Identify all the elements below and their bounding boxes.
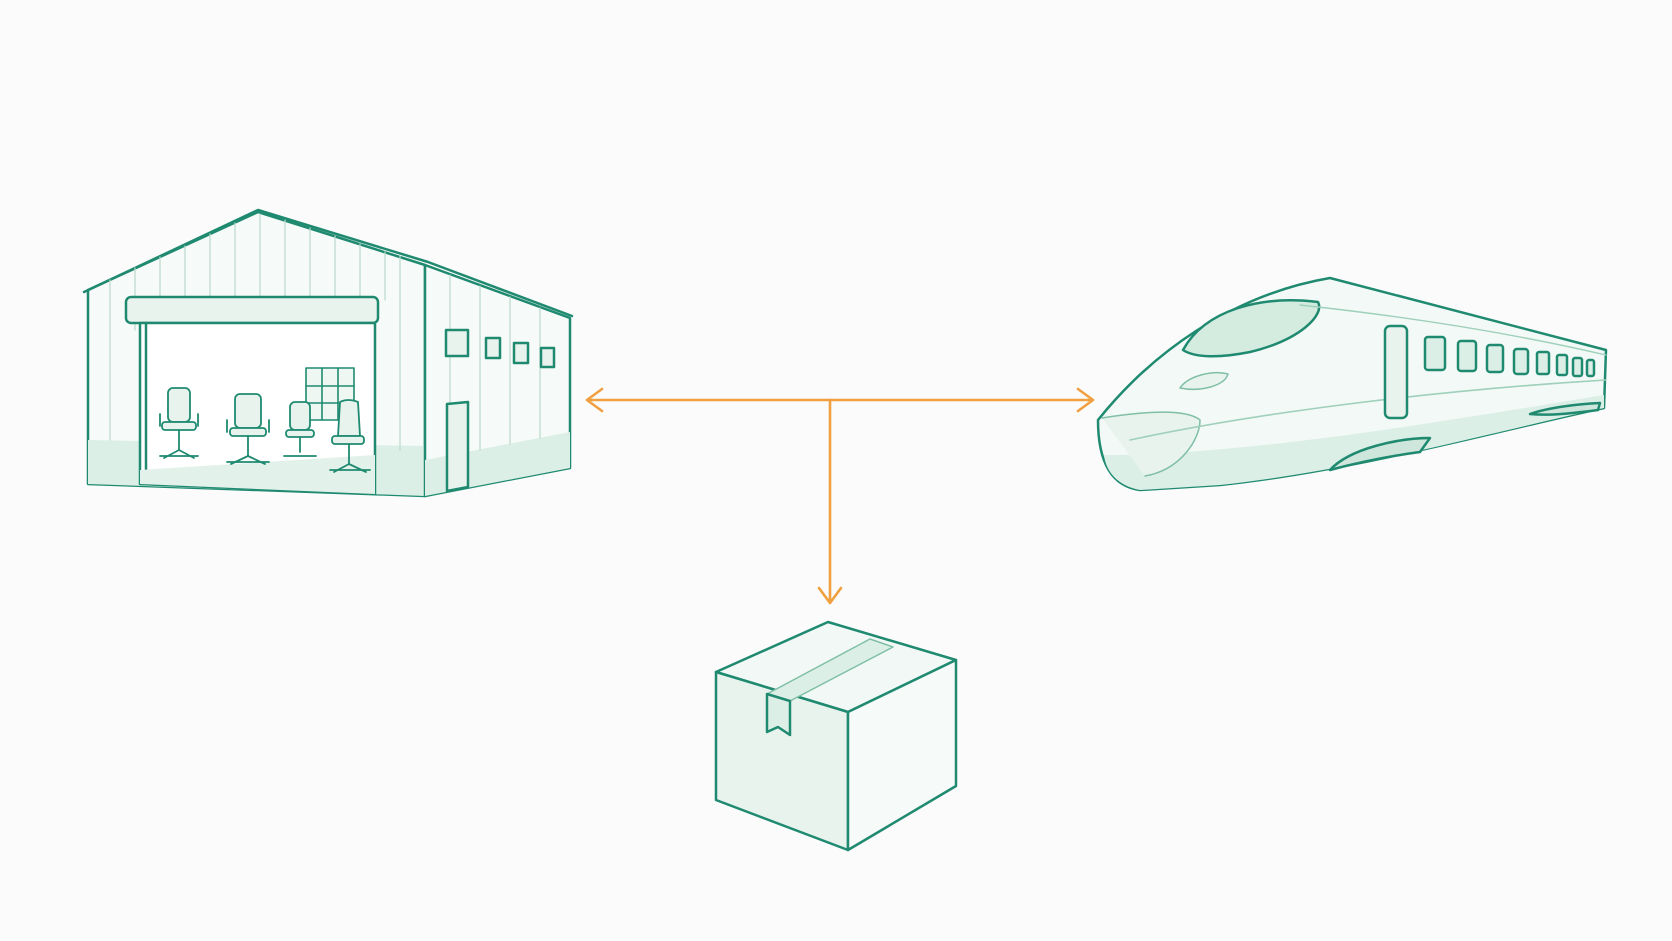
high-speed-train-icon <box>1096 276 1608 492</box>
arrowhead-left <box>585 387 604 413</box>
office-chair-icon <box>283 401 317 457</box>
office-chair-icon <box>159 387 199 459</box>
office-chair-icon <box>226 393 270 465</box>
arrowhead-right <box>1076 387 1095 413</box>
connector-lines <box>585 387 1095 605</box>
office-chair-icon <box>329 399 371 473</box>
cardboard-box-icon <box>714 620 958 852</box>
warehouse-icon <box>82 208 574 498</box>
arrowhead-down <box>817 586 843 605</box>
